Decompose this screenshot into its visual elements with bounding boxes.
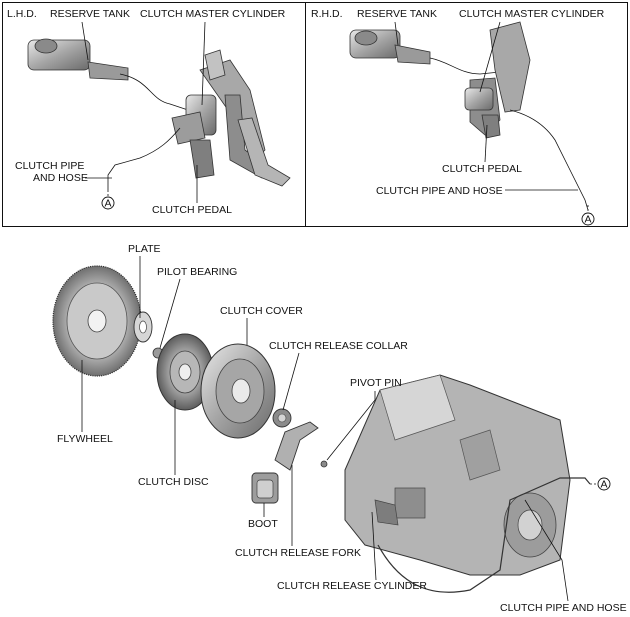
clutch-release-cylinder-label: CLUTCH RELEASE CYLINDER [277, 580, 427, 592]
lhd-connector-a-label: A [104, 198, 111, 210]
rhd-clutch-pipe-and-hose-label: CLUTCH PIPE AND HOSE [376, 185, 503, 197]
clutch-release-collar-label: CLUTCH RELEASE COLLAR [269, 340, 408, 352]
clutch-release-fork-label: CLUTCH RELEASE FORK [235, 547, 361, 559]
lhd-reserve-tank-label: RESERVE TANK [50, 8, 130, 20]
rhd-title: R.H.D. [311, 8, 343, 20]
rhd-reservoir-hose [429, 57, 501, 75]
clutch-release-collar-illustration [272, 408, 292, 428]
rhd-reserve-tank-illustration [349, 29, 431, 65]
rhd-connector-a-label: A [584, 214, 591, 226]
clutch-release-fork-illustration [274, 421, 319, 471]
lhd-connector-a-marker: A [101, 196, 115, 210]
rhd-connector-a-marker: A [581, 212, 595, 226]
clutch-disc-label: CLUTCH DISC [138, 476, 209, 488]
exploded-connector-a-marker: A [597, 477, 611, 491]
boot-illustration [251, 472, 279, 504]
rhd-master-cylinder-leader [479, 21, 501, 93]
lhd-clutch-pipe-label: CLUTCH PIPE [15, 160, 84, 172]
pilot-bearing-label: PILOT BEARING [157, 266, 237, 278]
pivot-pin-illustration [320, 460, 328, 468]
lhd-reserve-tank-illustration [27, 38, 129, 81]
lhd-clutch-pedal-label: CLUTCH PEDAL [152, 204, 232, 216]
clutch-release-cylinder-leader [371, 511, 377, 581]
lhd-panel-frame [2, 2, 306, 227]
lhd-reservoir-hose [119, 73, 189, 111]
rhd-clutch-pipe-illustration [509, 109, 589, 211]
rhd-clutch-pedal-label: CLUTCH PEDAL [442, 163, 522, 175]
rhd-reserve-tank-leader [394, 21, 399, 46]
lhd-master-cylinder-leader [201, 21, 206, 106]
rhd-pedal-box-illustration [464, 21, 531, 139]
clutch-release-collar-leader [282, 352, 300, 411]
transaxle-illustration [344, 374, 571, 576]
transaxle-clutch-pipe-illustration [377, 477, 591, 593]
lhd-and-hose-label: AND HOSE [33, 172, 88, 184]
plate-illustration [133, 311, 153, 343]
flywheel-label: FLYWHEEL [57, 433, 113, 445]
lhd-title: L.H.D. [7, 8, 37, 20]
lhd-reserve-tank-leader [81, 21, 89, 61]
pivot-pin-label: PIVOT PIN [350, 377, 402, 389]
rhd-reserve-tank-label: RESERVE TANK [357, 8, 437, 20]
clutch-cover-illustration [200, 343, 276, 439]
exploded-clutch-pipe-and-hose-label: CLUTCH PIPE AND HOSE [500, 602, 627, 614]
rhd-clutch-master-cylinder-label: CLUTCH MASTER CYLINDER [459, 8, 605, 20]
plate-label: PLATE [128, 243, 160, 255]
exploded-connector-a-label: A [600, 479, 607, 491]
rhd-clutch-pedal-leader [484, 124, 488, 163]
rhd-panel-frame [305, 2, 628, 227]
exploded-clutch-pipe-leader [524, 499, 569, 602]
lhd-clutch-master-cylinder-label: CLUTCH MASTER CYLINDER [140, 8, 286, 20]
lhd-pedal-box-illustration [171, 49, 291, 187]
clutch-disc-illustration [156, 333, 214, 411]
clutch-cover-label: CLUTCH COVER [220, 305, 303, 317]
pivot-pin-leader [326, 391, 376, 461]
boot-label: BOOT [248, 518, 278, 530]
flywheel-illustration [52, 265, 142, 377]
lhd-clutch-pipe-illustration [107, 127, 181, 190]
pilot-bearing-leader [159, 278, 181, 349]
